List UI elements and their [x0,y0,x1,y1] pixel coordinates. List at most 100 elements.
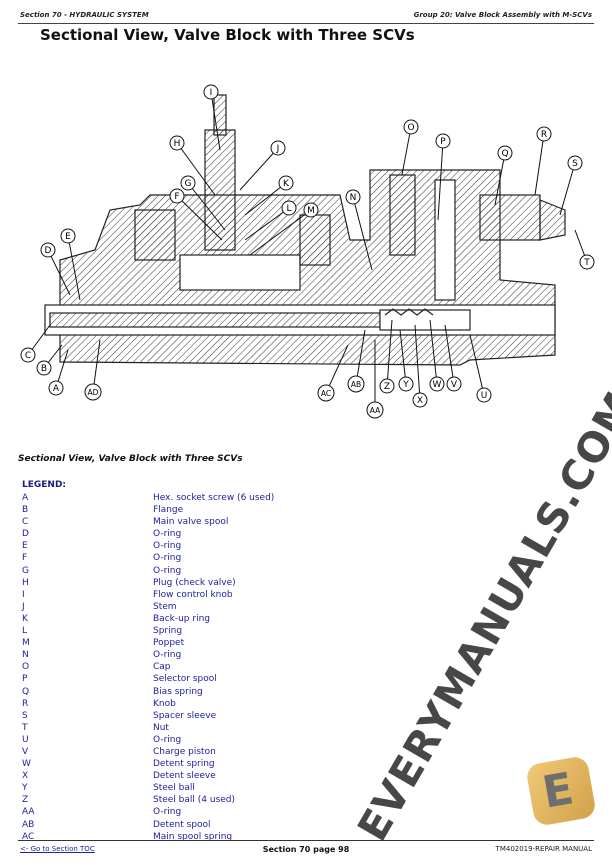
legend-description: Steel ball [153,783,195,794]
legend-description: O-ring [153,565,182,576]
callout-x: X [412,324,428,408]
callout-v: V [444,324,462,392]
callout-b: B [36,344,63,376]
legend-key: R [22,698,29,709]
svg-text:P: P [440,137,446,147]
callout-f: F [169,188,223,241]
callout-o: O [401,119,419,176]
legend-description: Spring [153,626,183,637]
callout-aa: AA [366,340,384,419]
legend-description: Detent spring [153,759,215,770]
legend-key: H [22,577,29,588]
svg-text:W: W [433,380,442,390]
callout-d: D [40,242,71,296]
svg-text:U: U [481,391,488,401]
watermark-logo: E [525,755,597,827]
group-header: Group 20: Valve Block Assembly with M-SC… [413,11,592,19]
legend-description: Knob [153,698,176,709]
callout-n: N [345,189,373,271]
legend-key: J [22,601,25,612]
svg-text:I: I [210,88,213,98]
svg-text:D: D [45,246,52,256]
legend-description: O-ring [153,529,182,540]
legend-key: B [22,505,29,516]
callout-t: T [574,229,595,270]
valve-block-body [44,94,566,366]
legend-key: AB [22,819,35,830]
legend-key: F [22,553,28,564]
callout-ad: AD [84,339,102,401]
svg-text:F: F [174,192,179,202]
legend-description: O-ring [153,541,182,552]
callout-y: Y [398,329,414,392]
legend-description: Bias spring [153,686,203,697]
svg-text:E: E [65,232,71,242]
callout-a: A [48,349,69,396]
legend-key: S [22,710,28,721]
svg-text:J: J [276,144,280,154]
callout-w: W [429,319,445,392]
section-toc-link[interactable]: <- Go to Section TOC [20,845,95,853]
legend-description: Hex. socket screw (6 used) [153,493,275,503]
legend-key: C [22,517,29,528]
legend-key: E [22,541,28,552]
legend-key: Y [22,783,28,794]
legend-key: AA [22,807,35,818]
figure-caption: Sectional View, Valve Block with Three S… [18,454,243,464]
legend-description: Main valve spool [153,517,229,528]
legend-item: L Spring [22,625,322,637]
legend-heading: LEGEND: [22,480,67,490]
svg-text:A: A [53,384,60,394]
svg-text:AD: AD [88,388,99,397]
legend-item: E O-ring [22,540,322,552]
svg-text:X: X [417,396,423,406]
legend-item: W Detent spring [22,758,322,770]
legend-key: N [22,650,29,661]
header-divider [18,23,594,24]
legend-description: Steel ball (4 used) [153,795,236,806]
legend-key: D [22,529,29,540]
legend-description: O-ring [153,650,182,661]
legend-item: N O-ring [22,649,322,661]
legend-key: G [22,565,29,576]
legend-key: X [22,771,29,782]
legend-description: O-ring [153,734,182,745]
svg-text:V: V [451,380,458,390]
callout-ac: AC [317,344,349,402]
callout-k: K [244,175,294,216]
legend-description: Charge piston [153,746,216,757]
legend-description: Nut [153,722,169,733]
callout-c: C [20,324,51,363]
svg-text:M: M [307,206,315,216]
legend-item: C Main valve spool [22,516,322,528]
svg-text:H: H [174,139,181,149]
legend-key: L [22,626,28,637]
svg-text:O: O [407,123,414,133]
legend-description: Poppet [153,638,185,649]
legend-key: Q [22,686,30,697]
callout-m: M [249,202,319,256]
legend-description: Cap [153,662,171,673]
svg-text:T: T [583,258,590,268]
legend-item: D O-ring [22,528,322,540]
legend-key: P [22,674,28,685]
footer-divider [18,840,594,841]
svg-text:K: K [283,179,290,189]
legend-key: W [22,759,31,770]
callout-h: H [169,135,216,196]
legend-description: Stem [153,601,177,612]
callout-q: Q [494,145,513,206]
callout-e: E [60,228,81,301]
svg-text:B: B [41,364,47,374]
callout-z: Z [379,319,395,394]
